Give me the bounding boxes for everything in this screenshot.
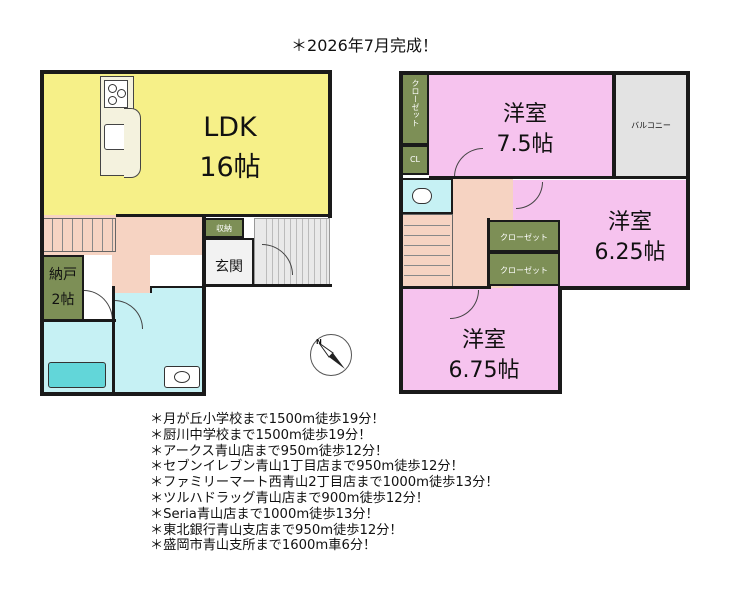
facility-note: ＊東北銀行青山支店まで950m徒歩12分！ [150, 522, 403, 538]
wall [487, 218, 490, 289]
washbasin-icon [164, 366, 200, 388]
nando-door-swing [84, 290, 113, 321]
facility-note: ＊ファミリーマート西青山2丁目店まで1000m徒歩13分！ [150, 475, 499, 491]
wall [399, 390, 562, 394]
ldk-size: 16帖 [199, 152, 261, 183]
stove-icon [104, 80, 128, 108]
closet-middle-1-overlay-label: クローゼット [500, 233, 548, 242]
nearby-facilities-list: ＊月が丘小学校まで1500m徒歩19分！ ＊厨川中学校まで1500m徒歩19分！… [150, 412, 499, 554]
bedroom-7-5-size: 7.5帖 [496, 132, 554, 157]
facility-note: ＊月が丘小学校まで1500m徒歩19分！ [150, 412, 385, 427]
bedroom-6-75-name: 洋室 [461, 328, 506, 353]
wall [399, 71, 690, 75]
compass-icon: N [310, 334, 352, 376]
cl-closet: CL [401, 145, 429, 175]
ldk-room [42, 72, 330, 215]
wall [686, 71, 690, 290]
bedroom-6-25-size: 6.25帖 [594, 240, 666, 265]
stairs-1f [42, 218, 116, 252]
wall [40, 392, 206, 396]
wall [112, 286, 115, 394]
wall [202, 216, 206, 396]
bedroom-6-75 [401, 288, 560, 392]
wall [116, 214, 332, 217]
wall [204, 284, 332, 287]
nando-name: 納戸 [49, 267, 77, 283]
cl-label: CL [409, 155, 421, 164]
closet-vertical-label: クローゼット [411, 79, 420, 127]
wall [40, 319, 116, 322]
wall [429, 176, 690, 179]
toilet-2f-icon [412, 188, 432, 204]
storage-closet: 収納 [204, 218, 244, 238]
storage-room-nando: 納戸 2帖 [42, 255, 84, 321]
nando-size: 2帖 [51, 292, 75, 308]
wall [558, 286, 690, 290]
wall [328, 70, 332, 218]
ldk-name: LDK [203, 112, 257, 143]
compass-north-label: N [316, 338, 322, 346]
entrance-label: 玄関 [215, 259, 243, 275]
balcony [614, 73, 688, 177]
wall [399, 71, 403, 394]
wall [40, 70, 44, 396]
bathtub-icon [48, 362, 106, 388]
facility-note: ＊セブンイレブン青山1丁目店まで950m徒歩12分！ [150, 459, 464, 475]
wall [558, 286, 562, 394]
closet-middle-2-overlay: クローゼット [488, 252, 560, 286]
bedroom-6-75-size: 6.75帖 [448, 358, 520, 383]
wall [399, 286, 491, 289]
bedroom-7-5-name: 洋室 [502, 102, 547, 127]
balcony-label: バルコニー [631, 121, 671, 130]
facility-note: ＊ツルハドラッグ青山店まで900m徒歩12分！ [150, 490, 429, 506]
facility-note: ＊厨川中学校まで1500m徒歩19分！ [150, 427, 372, 443]
closet-middle-1-overlay: クローゼット [488, 220, 560, 252]
completion-note: ＊2026年7月完成！ [291, 36, 438, 55]
compass-needle-icon [318, 342, 345, 369]
closet-vertical: クローゼット [401, 73, 429, 145]
hall-center [112, 255, 150, 293]
wall [612, 71, 615, 179]
facility-note: ＊アークス青山店まで950m徒歩12分！ [150, 443, 389, 459]
closet-middle-2-overlay-label: クローゼット [500, 266, 548, 275]
facility-note: ＊Seria青山店まで1000m徒歩13分！ [150, 506, 379, 522]
wall [40, 70, 332, 74]
kitchen-island-curve [124, 108, 141, 178]
facility-note: ＊盛岡市青山支所まで1600m車6分！ [150, 538, 377, 554]
stairs-2f [401, 214, 453, 288]
storage-label: 収納 [216, 224, 232, 233]
bedroom-6-25-name: 洋室 [607, 210, 652, 235]
